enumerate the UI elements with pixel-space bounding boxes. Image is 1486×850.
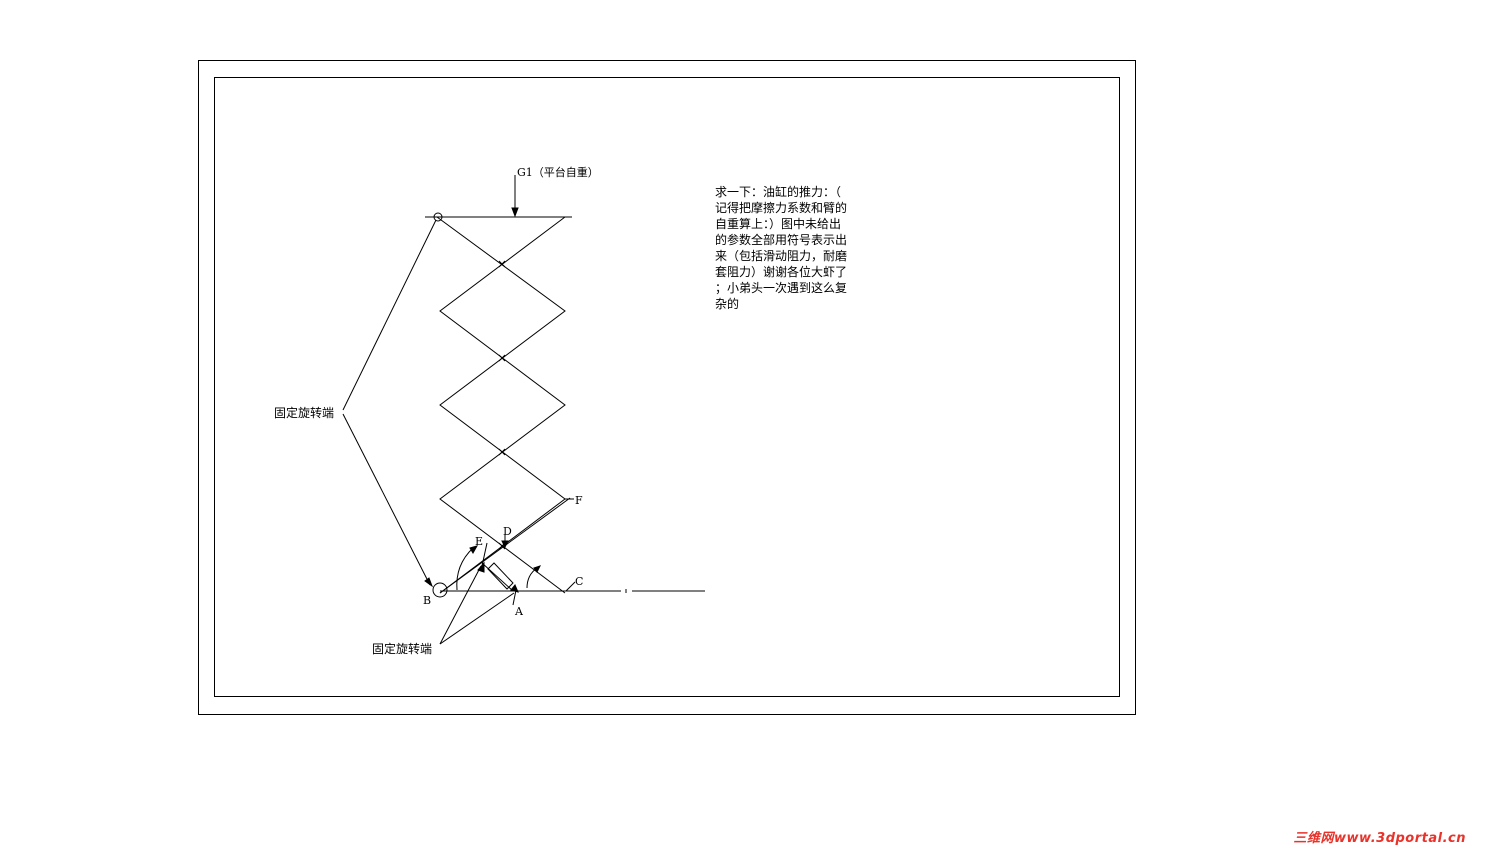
pivot-b-circle	[432, 582, 448, 598]
fixed-pivot-label-top: 固定旋转端	[274, 405, 334, 420]
angle-arc-left-arrow	[469, 545, 479, 554]
angle-arc-left	[456, 547, 474, 591]
scissor-arm-left-chain	[436, 216, 566, 594]
note-line: 杂的	[715, 297, 740, 311]
hydraulic-cylinder	[487, 562, 514, 590]
watermark: 三维网www.3dportal.cn	[1293, 831, 1466, 846]
point-b-label: B	[423, 594, 431, 607]
note-line: 的参数全部用符号表示出	[715, 233, 848, 247]
a-arrow-shaft	[512, 589, 517, 606]
c-leader	[565, 581, 576, 592]
question-note: 求一下：油缸的推力：（ 记得把摩擦力系数和臂的 自重算上：）图中未给出 的参数全…	[715, 184, 863, 312]
note-line: 来（包括滑动阻力，耐磨	[715, 249, 848, 263]
leader-bottom-1-arrow	[477, 561, 485, 573]
hinge-mark	[498, 354, 506, 362]
hinge-mark	[498, 448, 506, 456]
point-d-label: D	[503, 525, 512, 538]
outer-frame	[198, 60, 1136, 715]
hinge-mark	[498, 542, 506, 550]
point-f-label: F	[575, 494, 583, 507]
point-a-label: A	[514, 605, 524, 618]
leader-top-2-arrow	[424, 577, 434, 588]
load-arrow-head	[511, 207, 519, 218]
a-arrow-head	[510, 584, 519, 593]
leader-top-1	[342, 219, 437, 411]
leader-bottom-1	[439, 565, 482, 645]
note-line: 记得把摩擦力系数和臂的	[715, 201, 848, 215]
note-line: 求一下：油缸的推力：（	[715, 185, 842, 199]
point-e-label: E	[475, 535, 483, 548]
scissor-arm-right-chain	[439, 216, 566, 594]
angle-arc-right-arrow	[533, 565, 541, 573]
note-line: 套阻力）谢谢各位大虾了	[715, 265, 848, 279]
cylinder-rod	[481, 542, 488, 567]
hinge-marks	[498, 260, 506, 550]
point-c-label: C	[575, 575, 583, 588]
load-label: G1（平台自重）	[517, 165, 599, 179]
leader-bottom-2	[439, 592, 515, 645]
fixed-pivot-label-bottom: 固定旋转端	[372, 641, 432, 656]
cylinder-axis	[481, 562, 514, 592]
hinge-mark	[498, 260, 506, 268]
note-line: ；小弟头一次遇到这么复	[715, 281, 848, 295]
pivot-top-circle	[433, 212, 443, 222]
inner-frame	[214, 77, 1120, 697]
note-line: 自重算上：）图中未给出	[715, 217, 842, 231]
leader-top-2	[342, 413, 431, 586]
